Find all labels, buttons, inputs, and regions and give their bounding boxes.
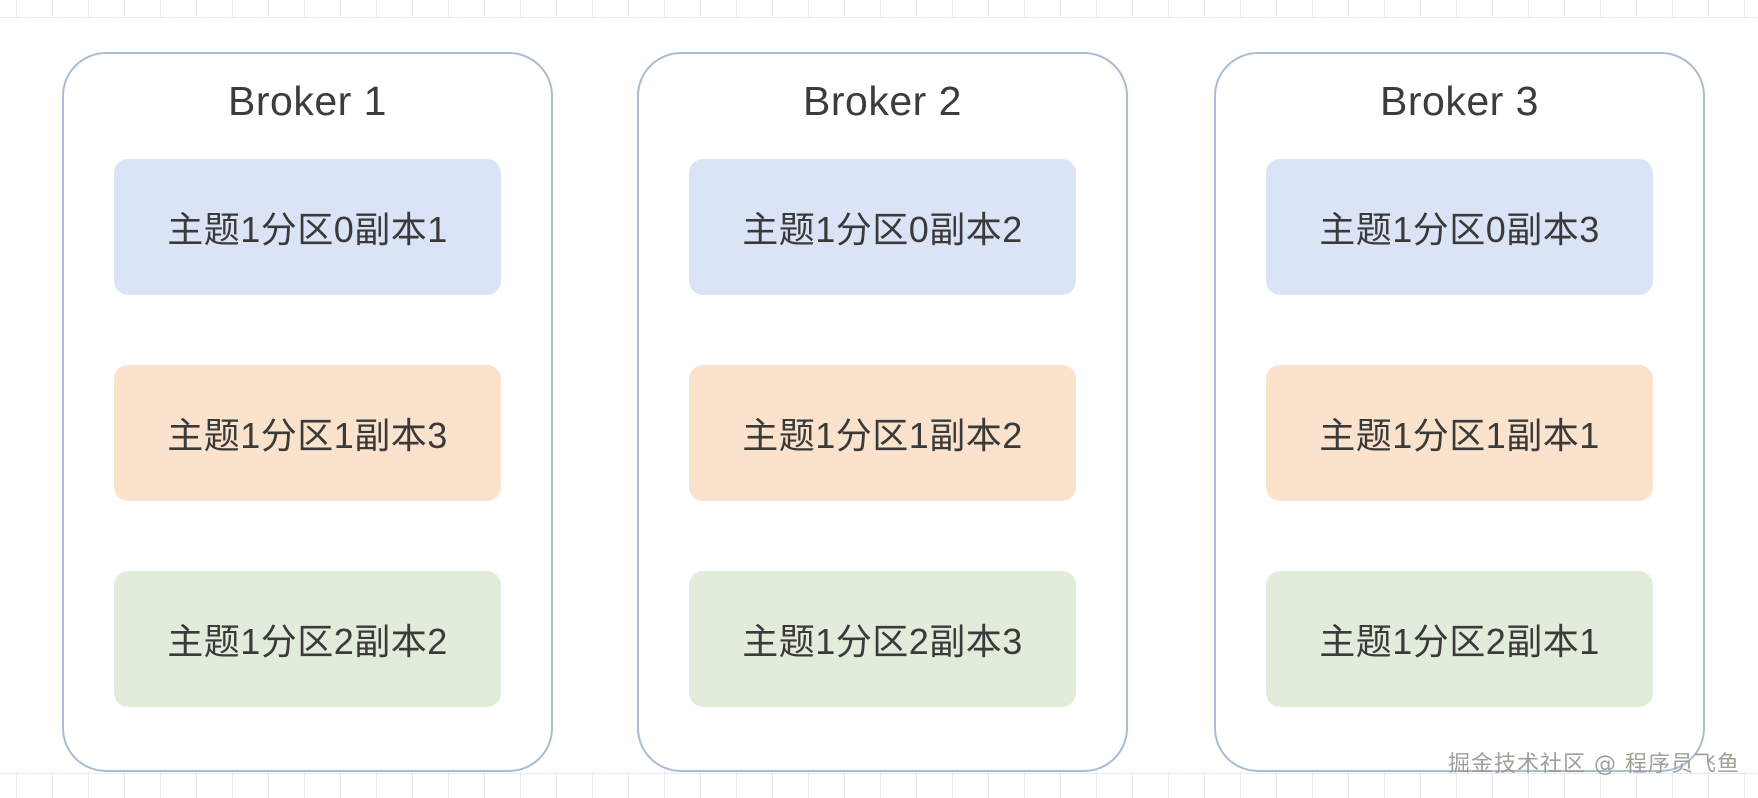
partition-label-1-1: 主题1分区1副本3: [167, 415, 448, 456]
partition-box-3-0[interactable]: 主题1分区0副本3: [1266, 159, 1653, 295]
watermark: 掘金技术社区 @ 程序员飞鱼: [1448, 752, 1740, 777]
partition-list-3: 主题1分区0副本3 主题1分区1副本1 主题1分区2副本1: [1266, 159, 1653, 707]
partition-label-3-0: 主题1分区0副本3: [1319, 209, 1600, 250]
broker-title-3: Broker 3: [1380, 78, 1539, 124]
partition-label-1-2: 主题1分区2副本2: [167, 621, 448, 662]
broker-card-3[interactable]: Broker 3 主题1分区0副本3 主题1分区1副本1 主题1分区2副本1: [1214, 52, 1705, 772]
partition-list-1: 主题1分区0副本1 主题1分区1副本3 主题1分区2副本2: [114, 159, 501, 707]
partition-box-3-1[interactable]: 主题1分区1副本1: [1266, 365, 1653, 501]
broker-card-1[interactable]: Broker 1 主题1分区0副本1 主题1分区1副本3 主题1分区2副本2: [62, 52, 553, 772]
partition-box-3-2[interactable]: 主题1分区2副本1: [1266, 571, 1653, 707]
partition-label-2-0: 主题1分区0副本2: [742, 209, 1023, 250]
partition-label-3-1: 主题1分区1副本1: [1319, 415, 1600, 456]
partition-label-2-1: 主题1分区1副本2: [742, 415, 1023, 456]
broker-card-2[interactable]: Broker 2 主题1分区0副本2 主题1分区1副本2 主题1分区2副本3: [637, 52, 1128, 772]
partition-box-1-0[interactable]: 主题1分区0副本1: [114, 159, 501, 295]
partition-box-2-0[interactable]: 主题1分区0副本2: [689, 159, 1076, 295]
partition-box-1-2[interactable]: 主题1分区2副本2: [114, 571, 501, 707]
broker-title-2: Broker 2: [803, 78, 962, 124]
partition-box-1-1[interactable]: 主题1分区1副本3: [114, 365, 501, 501]
broker-title-1: Broker 1: [228, 78, 387, 124]
partition-label-1-0: 主题1分区0副本1: [167, 209, 448, 250]
partition-box-2-1[interactable]: 主题1分区1副本2: [689, 365, 1076, 501]
partition-box-2-2[interactable]: 主题1分区2副本3: [689, 571, 1076, 707]
partition-label-2-2: 主题1分区2副本3: [742, 621, 1023, 662]
partition-label-3-2: 主题1分区2副本1: [1319, 621, 1600, 662]
partition-list-2: 主题1分区0副本2 主题1分区1副本2 主题1分区2副本3: [689, 159, 1076, 707]
